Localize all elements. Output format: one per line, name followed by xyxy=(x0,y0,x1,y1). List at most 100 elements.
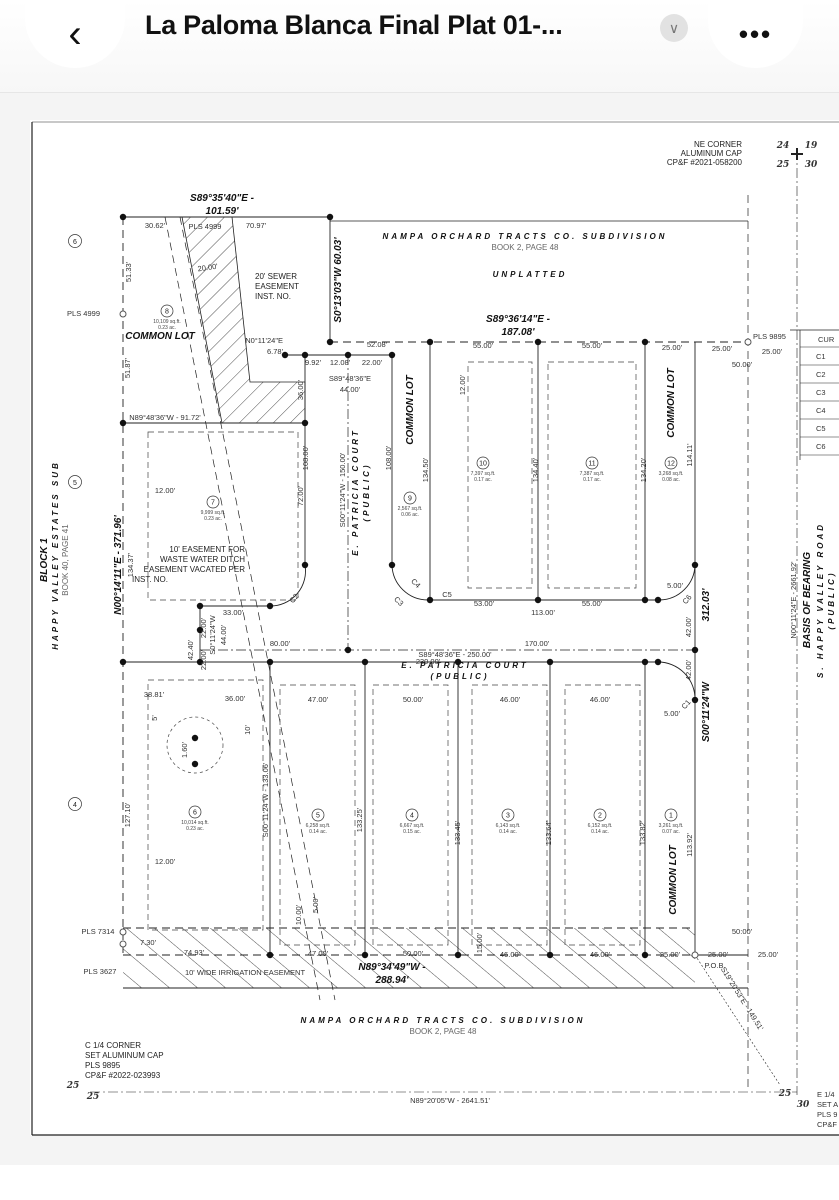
setback-line xyxy=(471,684,548,946)
lot-number-circle xyxy=(188,805,202,819)
plat-label-brg_n4: 187.08' xyxy=(502,327,536,338)
lot-area-sqft: 10,014 sq.ft. xyxy=(181,820,209,826)
plat-label-d4400b: 44.00' xyxy=(219,624,228,645)
lot-area-acres: 0.14 ac. xyxy=(499,829,517,835)
pin-marker xyxy=(119,928,127,936)
plat-label-d4200a: 42.00' xyxy=(684,616,693,637)
title-dropdown-button[interactable]: ∨ xyxy=(660,14,688,42)
lot-number: 3 xyxy=(506,813,510,820)
plat-label-d5500a: 55.00' xyxy=(473,341,494,350)
plat-label-d992: 9.92' xyxy=(305,358,322,367)
bottom-bar xyxy=(0,1165,839,1200)
plat-label-d5500c: 55.00' xyxy=(582,599,603,608)
lot-number: 11 xyxy=(588,461,595,468)
plat-label-s19: S19°20'53"E - 149.51' xyxy=(719,965,766,1032)
plat-label-d5300: 53.00' xyxy=(474,599,495,608)
document-title[interactable]: La Paloma Blanca Final Plat 01-... xyxy=(145,10,563,40)
plat-label-hvebook: BOOK 40, PAGE 41 xyxy=(61,524,70,596)
lot-area-acres: 0.17 ac. xyxy=(583,477,601,483)
plat-label-d23000: 230.00' xyxy=(416,657,441,666)
monument-point xyxy=(691,696,699,704)
plat-label-d2200b: 22.00' xyxy=(199,617,208,638)
adjacent-lot-circle xyxy=(68,475,82,489)
plat-label-d5ft: 5' xyxy=(150,715,159,721)
plat-label-d2200a: 22.00' xyxy=(362,358,383,367)
monument-point xyxy=(196,626,204,634)
plat-label-d5208: 52.08' xyxy=(367,340,388,349)
plat-label-cq4: CP&F #2022-023993 xyxy=(85,1071,161,1080)
curve-table-row: C6 xyxy=(816,442,826,451)
plat-label-brg_n2: 101.59' xyxy=(206,206,240,217)
plat-label-brg_n1: S89°35'40"E - xyxy=(190,193,255,204)
plat-label-brg_s2: 288.94' xyxy=(375,975,410,986)
plat-label-cq1: C 1/4 CORNER xyxy=(85,1041,141,1050)
adjacent-lot-circle xyxy=(68,234,82,248)
plat-label-irr: 10' WIDE IRRIGATION EASEMENT xyxy=(185,968,305,977)
plat-label-d7200: 72.00' xyxy=(296,485,305,506)
plat-label-d5500b: 55.00' xyxy=(582,341,603,350)
monument-point xyxy=(301,419,309,427)
plat-label-bob1: N00°11'24"E - 2661.92' xyxy=(789,561,798,639)
lot-area-acres: 0.14 ac. xyxy=(591,829,609,835)
lot-area-acres: 0.23 ac. xyxy=(158,325,176,331)
plat-label-d1200b: 12.00' xyxy=(155,486,176,495)
setback-line xyxy=(564,684,641,946)
pin-marker xyxy=(119,310,127,318)
plat-label-c4: C4 xyxy=(409,577,422,590)
plat-label-common8: COMMON LOT xyxy=(125,331,195,342)
plat-label-eq1: E 1/4 xyxy=(817,1090,835,1099)
lot-number-circle xyxy=(664,808,678,822)
plat-label-n011: N0°11'24"E xyxy=(245,336,283,345)
lot-area-sqft: 9,999 sq.ft. xyxy=(201,510,226,516)
plat-label-bob2: BASIS OF BEARING xyxy=(802,552,813,648)
lot-number-circle xyxy=(585,456,599,470)
plat-label-d11392: 113.92' xyxy=(685,833,694,857)
monument-point xyxy=(641,658,649,666)
chevron-down-icon: ∨ xyxy=(668,19,680,36)
top-bar: ‹ La Paloma Blanca Final Plat 01-... ∨ •… xyxy=(0,0,839,93)
plat-label-c1: C1 xyxy=(680,698,693,711)
pin-marker xyxy=(744,338,752,346)
monument-point xyxy=(691,561,699,569)
plat-label-d13345: 133.45' xyxy=(453,820,462,845)
plat-label-d7493: 74.93' xyxy=(184,948,205,957)
plat-label-n894836: N89°48'36"W - 91.72' xyxy=(129,413,201,422)
plat-label-d13420: 134.20' xyxy=(639,457,648,482)
plat-label-cq3: PLS 9895 xyxy=(85,1061,121,1070)
plat-label-sbook: BOOK 2, PAGE 48 xyxy=(410,1027,478,1036)
plat-label-c5: C5 xyxy=(442,590,452,599)
monument-point xyxy=(361,658,369,666)
plat-label-ww2: WASTE WATER DITCH xyxy=(160,555,245,564)
monument-point xyxy=(344,646,352,654)
plat-label-d2500c: 25.00' xyxy=(762,347,783,356)
plat-label-pls9895: PLS 9895 xyxy=(753,332,786,341)
plat-label-blk1: BLOCK 1 xyxy=(39,538,50,582)
plat-label-d2200c: 22.00' xyxy=(199,649,208,670)
plat-label-unplatted: UNPLATTED xyxy=(493,270,568,279)
lot-number-circle xyxy=(593,808,607,822)
plat-label-s01124: S0°11'24"W xyxy=(208,614,217,654)
plat-label-sec19: 19 xyxy=(805,141,818,151)
lot-number-circle xyxy=(311,808,325,822)
monument-point xyxy=(119,419,127,427)
more-options-button[interactable]: ••• xyxy=(708,0,803,68)
monument-point xyxy=(196,602,204,610)
plat-label-sec25a: 25 xyxy=(776,160,790,170)
lot-number-circle xyxy=(664,456,678,470)
plat-label-pls4999b: PLS 4999 xyxy=(67,309,100,318)
plat-label-sec30b: 30 xyxy=(797,1100,810,1110)
plat-label-d17000: 170.00' xyxy=(525,639,550,648)
plat-label-d5133: 51.33' xyxy=(124,261,133,282)
plat-label-d3600b: 36.00' xyxy=(225,694,246,703)
monument-point xyxy=(361,951,369,959)
monument-point xyxy=(191,734,199,742)
monument-point xyxy=(301,561,309,569)
curve-table-row: C4 xyxy=(816,406,826,415)
pin-marker xyxy=(691,951,699,959)
plat-label-d4600d: 46.00' xyxy=(590,950,611,959)
plat-label-d8000: 80.00' xyxy=(270,639,291,648)
plat-label-d3600a: 36.00' xyxy=(296,379,305,400)
plat-label-ne2: ALUMINUM CAP xyxy=(681,149,742,158)
plat-label-sec25d: 25 xyxy=(778,1089,792,1099)
